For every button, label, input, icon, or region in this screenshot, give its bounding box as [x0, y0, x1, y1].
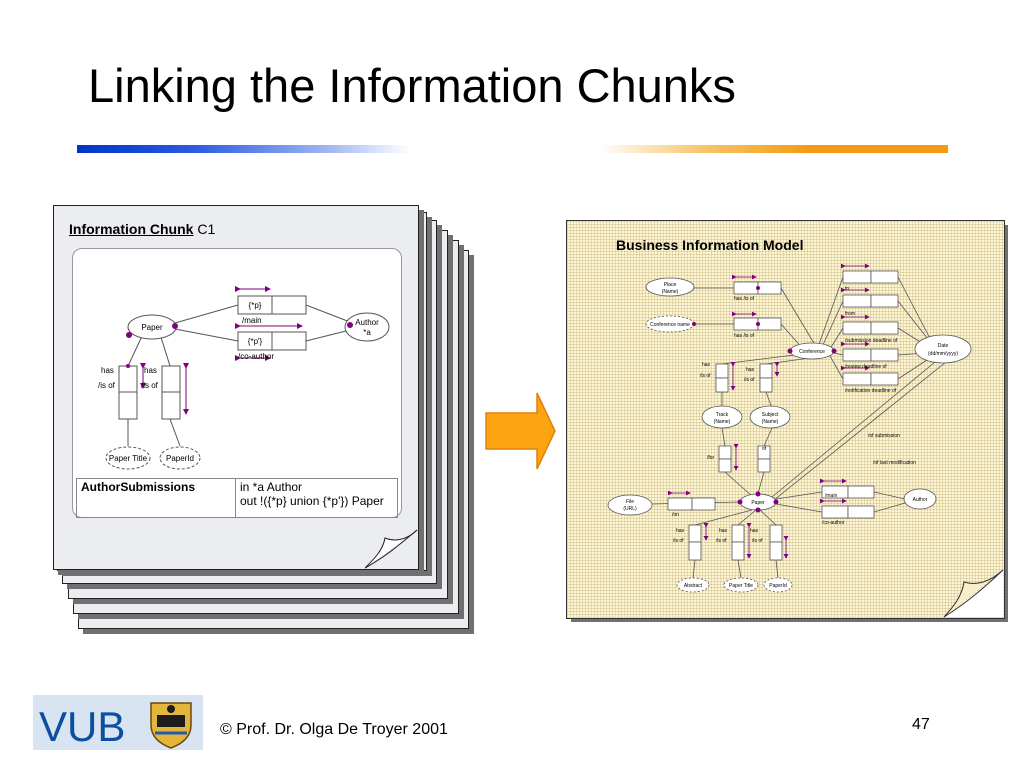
title-underline-blue [77, 145, 410, 153]
title-underline-orange [598, 145, 948, 153]
bim-date: Date [938, 343, 949, 349]
bim-coauthor: /co-author [822, 520, 845, 526]
bim-on: /on [672, 512, 679, 518]
table-name-cell: AuthorSubmissions [76, 478, 236, 518]
bim-has-isof-place: has /is of [734, 296, 755, 302]
bim-paper: Paper [751, 500, 765, 506]
bim-paper-title: Paper Title [729, 583, 753, 589]
chunk-entity-paper: Paper [141, 323, 163, 332]
chunk-isof-1: /is of [98, 381, 116, 390]
bim-of-submission: /of submission [868, 433, 900, 439]
bim-date-format: (dd/mm/yyyy) [928, 351, 958, 357]
chunk-role-pp: {*p'} [248, 337, 263, 346]
bim-author: Author [913, 497, 928, 503]
table-input: in *a Author [240, 480, 303, 494]
vub-logo-text: VUB [39, 703, 125, 750]
chunk-isof-2: /is of [141, 381, 159, 390]
right-arrow [485, 392, 556, 470]
bim-abstract: Abstract [684, 583, 703, 589]
bim-isof-3: /is of [752, 538, 763, 544]
table-output: out !({*p} union {*p'}) Paper [240, 494, 384, 508]
bim-role-from: from [845, 311, 855, 317]
footer-copyright: © Prof. Dr. Olga De Troyer 2001 [220, 721, 448, 738]
bim-submission-deadline: /submission deadline of [845, 338, 898, 344]
bim-track-has: has [702, 362, 711, 368]
chunk-diagram: Paper Author *a {*p} /main {*p'} /co-aut… [98, 286, 390, 470]
bim-of: of [762, 446, 767, 452]
bim-labels: Place (Name) Conference name has /is of … [623, 282, 958, 589]
bim-track-name: (Name) [714, 419, 731, 425]
bim-has-3: has [750, 528, 759, 534]
bim-place-name-type: (Name) [662, 289, 679, 295]
chunk-role-main: /main [242, 316, 262, 325]
bim-of-last-modification: /of last modification [873, 460, 916, 466]
bim-conference: Conference [799, 349, 825, 355]
bim-file-url: (URL) [623, 506, 637, 512]
bim-subject-has: has [746, 367, 755, 373]
information-chunk-heading: Information Chunk C1 [69, 221, 216, 237]
bim-has-2: has [719, 528, 728, 534]
bim-review-deadline: /review deadline of [845, 364, 887, 370]
chunk-has-2: has [144, 366, 157, 375]
chunk-author-var: *a [363, 328, 371, 337]
bim-role-to: to [845, 286, 849, 292]
business-model-title: Business Information Model [616, 237, 804, 253]
bim-paper-id: PaperId [769, 583, 787, 589]
chunk-has-1: has [101, 366, 114, 375]
bim-for: /for [707, 455, 715, 461]
bim-main: /main [825, 493, 837, 499]
vub-logo: VUB [33, 695, 203, 750]
bim-subject: Subject [762, 412, 779, 418]
bim-subject-isof: /is of [744, 377, 755, 383]
bim-file: File [626, 499, 634, 505]
table-io-cell: in *a Author out !({*p} union {*p'}) Pap… [235, 478, 398, 518]
bim-track-isof: /is of [700, 373, 711, 379]
chunk-paper-id: PaperId [166, 454, 194, 463]
bim-isof-2: /is of [716, 538, 727, 544]
author-submissions-table: AuthorSubmissions in *a Author out !({*p… [76, 478, 398, 518]
chunk-entity-author: Author [355, 318, 379, 327]
bim-track: Track [716, 412, 729, 418]
bim-has-1: has [676, 528, 685, 534]
bim-place-name: Place [664, 282, 677, 288]
chunk-role-coauthor: /co-author [238, 352, 274, 361]
bim-notification-deadline: /notification deadline of [845, 388, 897, 394]
page-number: 47 [912, 716, 930, 733]
page-curl [365, 520, 418, 569]
bim-isof-1: /is of [673, 538, 684, 544]
bim-subject-name: (Name) [762, 419, 779, 425]
chunk-role-p: {*p} [249, 301, 262, 310]
bim-has-isof-confname: has /is of [734, 333, 755, 339]
slide-title: Linking the Information Chunks [88, 59, 736, 112]
bim-conference-name: Conference name [650, 322, 690, 328]
chunk-paper-title: Paper Title [109, 454, 148, 463]
bim-page-curl [943, 562, 1004, 618]
bim-diagram [607, 263, 972, 593]
